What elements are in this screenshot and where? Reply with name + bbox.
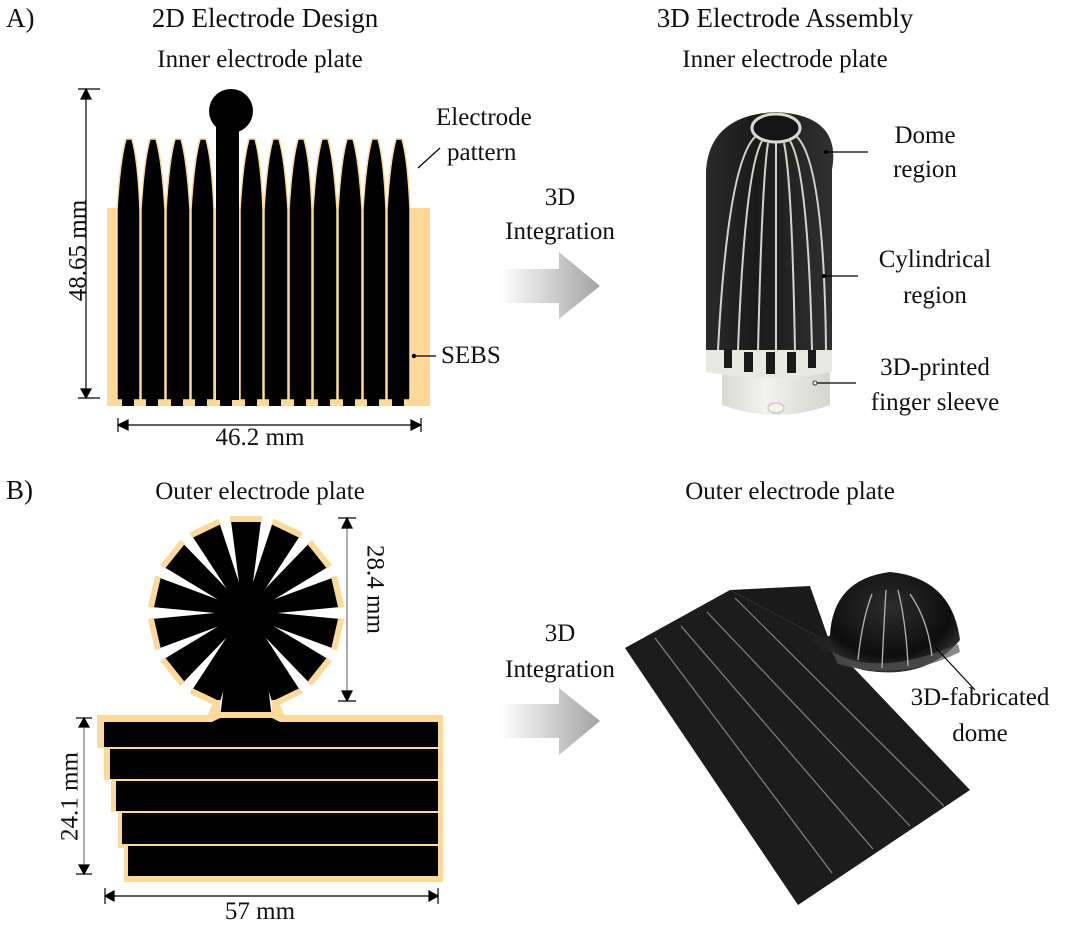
inner-dimension-lines (78, 87, 423, 432)
dome-fab-label-1: 3D-fabricated (910, 684, 1050, 711)
sleeve-label-2: finger sleeve (870, 389, 1000, 416)
panel-a-left-subtitle: Inner electrode plate (157, 46, 363, 73)
arrow-a-label-2: Integration (505, 218, 615, 245)
electrode-pattern-label-2: pattern (447, 139, 517, 166)
outer-dimension-lines (76, 516, 440, 904)
panel-a-label: A) (6, 3, 35, 33)
dome-fab-label-2: dome (952, 720, 1008, 747)
inner-width-label: 46.2 mm (215, 424, 305, 451)
panel-a-right-title: 3D Electrode Assembly (656, 3, 914, 33)
panel-b-right-subtitle: Outer electrode plate (685, 478, 895, 505)
outer-electrode-assembly-photo (625, 572, 970, 905)
cylindrical-region-label-2: region (903, 282, 967, 309)
inner-electrode-plate-2d (107, 89, 430, 406)
arrow-b-label-2: Integration (505, 656, 615, 683)
dome-region-label-1: Dome (894, 122, 956, 149)
panel-b-left-subtitle: Outer electrode plate (155, 478, 365, 505)
dome-region-label-2: region (893, 156, 957, 183)
arrow-b-label-1: 3D (544, 620, 576, 647)
sebs-label: SEBS (441, 342, 501, 369)
panel-b-label: B) (6, 475, 33, 505)
electrode-pattern-leader (417, 147, 441, 169)
cylindrical-region-label-1: Cylindrical (878, 246, 992, 273)
dome-fab-leader (934, 646, 976, 691)
integration-arrow-a (500, 252, 600, 319)
integration-arrow-b (500, 688, 600, 755)
arrow-a-label-1: 3D (544, 184, 576, 211)
panel-a-right-subtitle: Inner electrode plate (682, 46, 888, 73)
assembly-leaders (815, 151, 868, 384)
sleeve-label-1: 3D-printed (880, 354, 990, 381)
outer-electrode-plate-2d (97, 516, 443, 882)
inner-electrode-assembly-photo (706, 112, 834, 415)
outer-width-label: 57 mm (224, 898, 296, 925)
electrode-pattern-label-1: Electrode (436, 104, 532, 131)
panel-a-left-title: 2D Electrode Design (151, 3, 379, 33)
